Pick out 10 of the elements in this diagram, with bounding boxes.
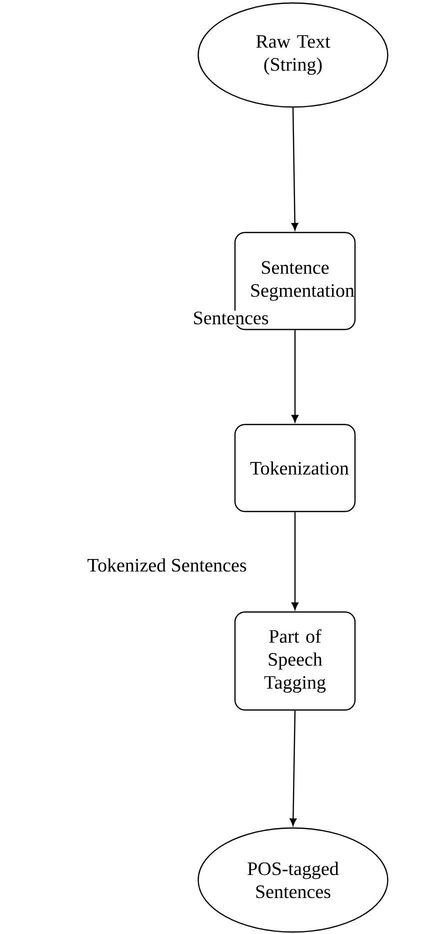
arrow (290, 710, 297, 826)
edge-label: Tokenized Sentences (86, 557, 248, 573)
ellipse-node: Raw Text (String) (198, 2, 388, 108)
arrow (292, 330, 298, 422)
process-box: Tokenization (234, 424, 356, 512)
process-box: Part of Speech Tagging (234, 611, 356, 711)
arrow (291, 108, 298, 230)
ellipse-node: POS-tagged Sentences (198, 827, 388, 933)
edge-label: Sentences (192, 310, 270, 326)
arrow (292, 512, 298, 610)
